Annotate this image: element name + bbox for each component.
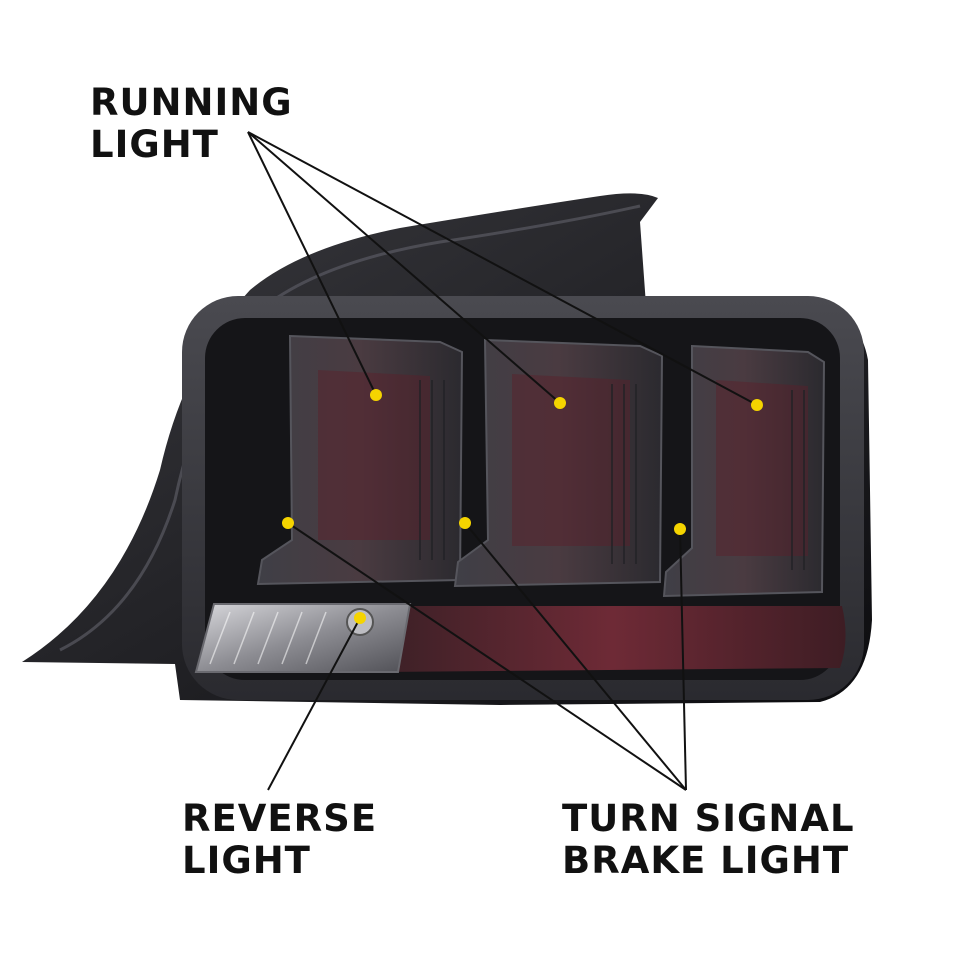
running-light-cells xyxy=(256,334,826,598)
turn-signal-marker xyxy=(674,523,686,535)
turn-signal-marker xyxy=(282,517,294,529)
turn-signal-label-line1: TURN SIGNAL xyxy=(562,797,855,840)
running-light-marker xyxy=(751,399,763,411)
brake-light-label-line2: BRAKE LIGHT xyxy=(562,839,850,882)
reverse-light-label: REVERSE LIGHT xyxy=(182,798,377,882)
reverse-light-lens xyxy=(194,603,412,673)
leader-lines xyxy=(247,131,758,791)
running-light-marker xyxy=(370,389,382,401)
reverse-light-label-line2: LIGHT xyxy=(182,839,311,882)
reverse-light-label-line1: REVERSE xyxy=(182,797,378,840)
callout-markers xyxy=(282,389,763,624)
running-light-label-line2: LIGHT xyxy=(90,123,219,166)
reverse-light-marker xyxy=(354,612,366,624)
turn-signal-brake-light-label: TURN SIGNAL BRAKE LIGHT xyxy=(562,798,855,882)
running-light-label-line1: RUNNING xyxy=(90,81,293,124)
brake-light-strip xyxy=(380,606,846,672)
running-light-marker xyxy=(554,397,566,409)
turn-signal-marker xyxy=(459,517,471,529)
running-light-label: RUNNING LIGHT xyxy=(90,82,293,166)
